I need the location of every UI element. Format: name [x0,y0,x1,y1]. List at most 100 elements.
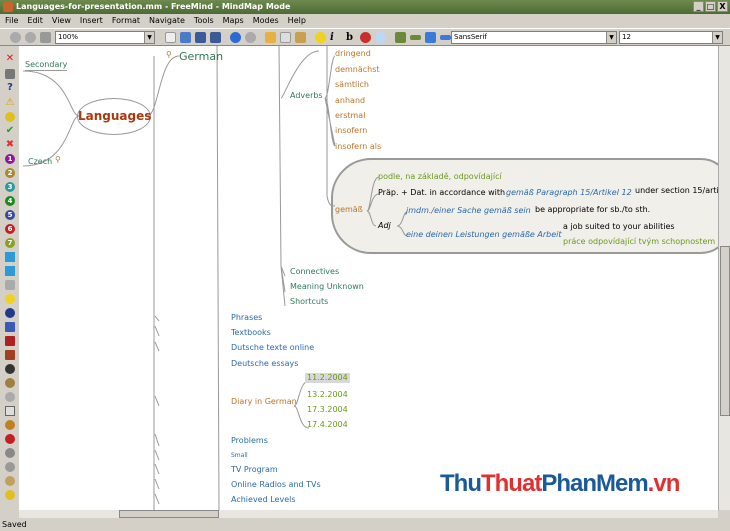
close-button[interactable]: X [717,1,728,12]
trash-icon[interactable] [5,69,15,79]
forward-icon[interactable] [25,32,36,43]
idea-icon[interactable] [315,32,326,43]
vertical-scrollbar[interactable] [718,46,730,510]
print-icon[interactable] [40,32,51,43]
horizontal-scroll-thumb[interactable] [119,510,219,518]
node-connectives[interactable]: Connectives [290,267,340,276]
menu-help[interactable]: Help [287,16,306,25]
node-phrases[interactable]: Phrases [231,313,263,322]
node-small[interactable]: Small [231,452,248,459]
node-meaning-unknown[interactable]: Meaning Unknown [290,282,364,291]
book-icon[interactable] [5,322,15,332]
star-icon[interactable] [5,490,15,500]
check-icon[interactable]: ✔ [5,125,15,136]
node-prap[interactable]: Präp. + Dat. in accordance with [378,188,506,197]
bomb-icon[interactable] [5,308,15,318]
copy-icon[interactable] [280,32,291,43]
save-icon[interactable] [195,32,206,43]
back-icon[interactable] [10,32,21,43]
node-adj-example-1[interactable]: jmdm./einer Sache gemäß sein [406,206,531,215]
arrow-left-icon[interactable] [5,252,15,262]
node-problems[interactable]: Problems [231,436,268,445]
cloud-icon[interactable] [375,32,386,43]
node-german[interactable]: German [179,50,224,63]
music-icon[interactable] [5,378,15,388]
node-adverb[interactable]: anhand [335,96,366,105]
zoom-select[interactable]: 100%▼ [55,31,155,44]
key-icon[interactable] [5,448,15,458]
group-icon[interactable] [5,392,15,402]
wizard-icon[interactable] [5,476,15,486]
node-prap-translation[interactable]: under section 15/article [635,186,718,195]
node-deutsche-essays[interactable]: Deutsche essays [231,359,299,368]
menu-format[interactable]: Format [111,16,141,25]
priority-5-icon[interactable]: 5 [5,210,15,220]
node-tv-program[interactable]: TV Program [231,465,278,474]
smiley-icon[interactable] [5,294,15,304]
node-adj-translation-1[interactable]: be appropriate for sb./to sth. [535,205,651,214]
node-podle[interactable]: podle, na základě, odpovídající [378,172,502,181]
priority-7-icon[interactable]: 7 [5,238,15,248]
idea-icon[interactable] [5,112,15,122]
priority-1-icon[interactable]: 1 [5,154,15,164]
home-icon[interactable] [5,350,15,360]
node-adverb[interactable]: erstmal [335,111,366,120]
maximize-button[interactable]: □ [705,1,716,12]
node-adverbs[interactable]: Adverbs [290,91,323,100]
priority-6-icon[interactable]: 6 [5,224,15,234]
save-as-icon[interactable] [210,32,221,43]
magnifier-icon[interactable] [5,462,15,472]
priority-3-icon[interactable]: 3 [5,182,15,192]
new-map-icon[interactable] [165,32,176,43]
node-adverb[interactable]: insofern als [335,142,382,151]
node-diary-date[interactable]: 17.3.2004 [307,405,348,414]
node-online-radios[interactable]: Online Radios and TVs [231,480,321,489]
zoom-out-icon[interactable] [410,35,421,40]
node-adj-translation-2b[interactable]: práce odpovídající tvým schopnostem [563,237,716,246]
horizontal-scrollbar[interactable] [19,510,718,518]
menu-insert[interactable]: Insert [79,16,103,25]
node-gemass[interactable]: gemäß [335,205,363,214]
node-adverb[interactable]: insofern [335,126,368,135]
node-adverb[interactable]: sämtlich [335,80,369,89]
color-icon[interactable] [360,32,371,43]
node-adverb[interactable]: demnächst [335,65,380,74]
menu-edit[interactable]: Edit [27,16,43,25]
warning-icon[interactable]: ⚠ [5,97,15,108]
menu-navigate[interactable]: Navigate [149,16,185,25]
edit-icon[interactable] [5,434,15,444]
font-family-select[interactable]: SansSerif▼ [451,31,617,44]
paste-icon[interactable] [295,32,306,43]
node-prap-example[interactable]: gemäß Paragraph 15/Artikel 12 [506,188,632,197]
italic-icon[interactable]: i [330,32,334,43]
menu-file[interactable]: File [5,16,19,25]
node-adverb[interactable]: dringend [335,49,371,58]
vertical-scroll-thumb[interactable] [720,246,730,416]
node-textbooks[interactable]: Textbooks [231,328,271,337]
node-czech[interactable]: Czech [28,157,53,166]
root-node[interactable]: Languages [77,98,151,135]
menu-view[interactable]: View [51,16,71,25]
node-dutsche-texte[interactable]: Dutsche texte online [231,343,315,352]
node-shortcuts[interactable]: Shortcuts [290,297,329,306]
attach-icon[interactable] [5,280,15,290]
zoom-in-icon[interactable] [395,32,406,43]
node-diary-date[interactable]: 13.2.2004 [307,390,348,399]
menu-modes[interactable]: Modes [252,16,279,25]
node-adj-translation-2a[interactable]: a job suited to your abilities [563,222,675,231]
font-smaller-icon[interactable] [440,35,451,40]
node-adj[interactable]: Adj [378,221,391,230]
undo-icon[interactable] [230,32,241,43]
question-icon[interactable]: ? [7,82,13,93]
mail-icon[interactable] [5,406,15,416]
arrow-right-icon[interactable] [5,266,15,276]
phone-icon[interactable] [5,364,15,374]
priority-2-icon[interactable]: 2 [5,168,15,178]
mindmap-canvas[interactable]: Secondary Czech ⚲ Languages ⚲ German Adv… [19,46,718,510]
font-larger-icon[interactable] [425,32,436,43]
bold-icon[interactable]: b [346,32,353,43]
menu-maps[interactable]: Maps [222,16,244,25]
flag-icon[interactable] [5,336,15,346]
cut-icon[interactable] [265,32,276,43]
redo-icon[interactable] [245,32,256,43]
